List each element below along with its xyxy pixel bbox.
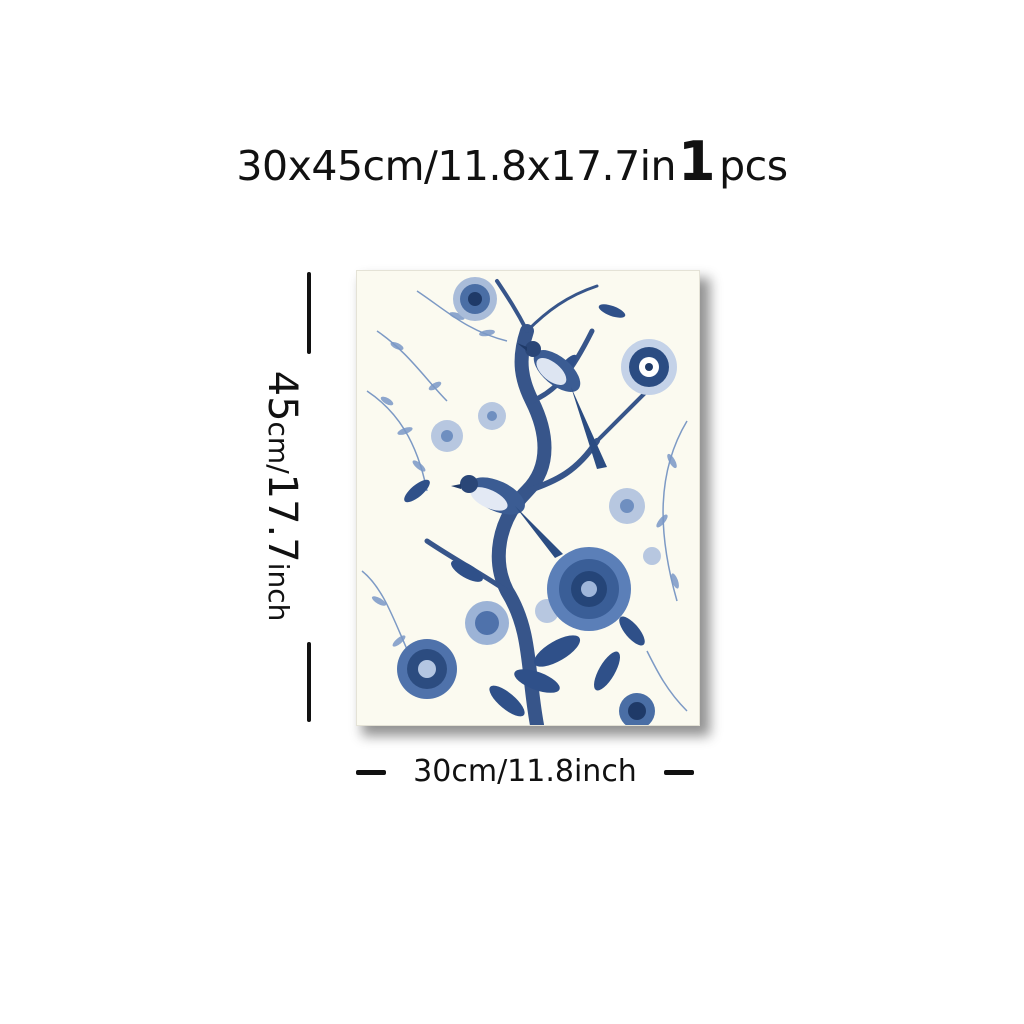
size-text: 30x45cm/11.8x17.7in (236, 142, 677, 190)
height-dimension-line-bottom (307, 642, 311, 722)
height-dimension-marker (300, 270, 318, 724)
width-dimension-line-right (664, 770, 694, 775)
height-unit: cm/ (262, 421, 295, 474)
height-dimension-line-top (307, 272, 311, 354)
height-value: 45 (259, 370, 305, 422)
size-headline: 30x45cm/11.8x17.7in1pcs (0, 132, 1024, 196)
height-label: 45cm/17.7inch (259, 366, 305, 626)
height-alt-value: 17.7 (259, 473, 305, 563)
canvas-print (356, 270, 710, 736)
quantity-unit: pcs (719, 142, 788, 190)
height-alt-unit: inch (262, 562, 295, 622)
width-label: 30cm/11.8inch (413, 754, 637, 789)
artwork (356, 270, 700, 726)
quantity-number: 1 (678, 130, 716, 193)
width-dimension-marker: 30cm/11.8inch (352, 750, 698, 794)
chinoiserie-artwork-illustration (361, 277, 688, 725)
width-dimension-line-left (356, 770, 386, 775)
